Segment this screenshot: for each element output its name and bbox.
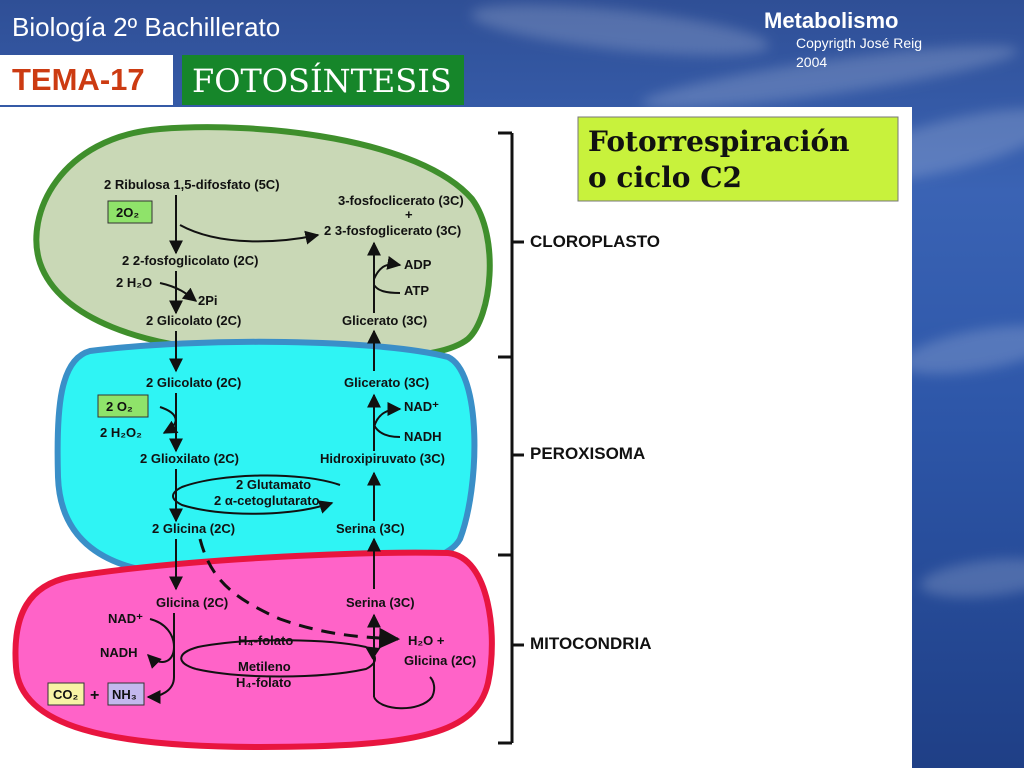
diagram-title-line1: Fotorrespiración	[588, 125, 850, 158]
phosphoglycolate-label: 2 2-fosfoglicolato (2C)	[122, 253, 259, 268]
plus-chloroplast: +	[405, 207, 413, 222]
label-chloroplast: CLOROPLASTO	[530, 232, 660, 251]
adp-label: ADP	[404, 257, 432, 272]
glycine-mitochondrion-label: Glicina (2C)	[156, 595, 228, 610]
ketoglutarate-label: 2 α-cetoglutarato	[214, 493, 320, 508]
phosphoglycerate-a-label: 3-fosfoclicerato (3C)	[338, 193, 464, 208]
cloud-streak	[918, 552, 1024, 604]
course-title: Biología 2º Bachillerato	[12, 12, 281, 42]
nadh-peroxisome-label: NADH	[404, 429, 442, 444]
label-mitochondrion: MITOCONDRIA	[530, 634, 652, 653]
o2-label-chloroplast: 2O₂	[116, 205, 139, 220]
glycine-peroxisome-label: 2 Glicina (2C)	[152, 521, 235, 536]
slide-title: FOTOSÍNTESIS	[182, 55, 464, 105]
o2-label-peroxisome: 2 O₂	[106, 399, 133, 414]
tema-badge: TEMA-17	[0, 55, 173, 105]
glutamate-label: 2 Glutamato	[236, 477, 311, 492]
glycine2-mitochondrion-label: Glicina (2C)	[404, 653, 476, 668]
header-meta: Metabolismo Copyrigth José Reig 2004	[764, 8, 922, 72]
glycine-dashed-arrow	[198, 538, 401, 649]
mitochondrion-compartment	[12, 549, 495, 751]
h2o-plus-label: H₂O +	[408, 633, 445, 648]
atp-label: ATP	[404, 283, 429, 298]
pi-label: 2Pi	[198, 293, 218, 308]
glycolate-peroxisome-label: 2 Glicolato (2C)	[146, 375, 241, 390]
co2-label: CO₂	[53, 687, 79, 702]
chloroplast-arrows	[159, 195, 402, 315]
compartment-bracket	[498, 131, 524, 745]
copyright-label: Copyrigth José Reig	[796, 35, 923, 51]
serine-mitochondrion-label: Serina (3C)	[346, 595, 415, 610]
label-peroxisome: PEROXISOMA	[530, 444, 645, 463]
glycolate-chloroplast-label: 2 Glicolato (2C)	[146, 313, 241, 328]
hydroxypyruvate-label: Hidroxipiruvato (3C)	[320, 451, 445, 466]
plus-mitochondrion: +	[90, 687, 99, 704]
diagram-title-box	[577, 116, 899, 202]
cloud-streak	[897, 316, 1024, 384]
o2-box-chloroplast	[107, 200, 153, 224]
nadh-mitochondrion-label: NADH	[100, 645, 138, 660]
glyoxylate-label: 2 Glioxilato (2C)	[140, 451, 239, 466]
nad-mitochondrion-label: NAD⁺	[108, 611, 143, 626]
diagram-panel: CLOROPLASTO PEROXISOMA MITOCONDRIA Fotor…	[0, 107, 912, 768]
co2-box	[47, 682, 85, 706]
methylene-label: Metileno	[238, 659, 291, 674]
nh3-label: NH₃	[112, 687, 137, 702]
o2-box-peroxisome	[97, 394, 149, 418]
serine-peroxisome-label: Serina (3C)	[336, 521, 405, 536]
glycerate-peroxisome-label: Glicerato (3C)	[344, 375, 429, 390]
h2o2-label: 2 H₂O₂	[100, 425, 142, 440]
subject-label: Metabolismo	[764, 8, 899, 33]
peroxisome-arrows	[159, 393, 402, 523]
year-label: 2004	[796, 54, 828, 70]
nh3-box	[107, 682, 145, 706]
h4folate2-label: H₄-folato	[236, 675, 291, 690]
glycerate-chloroplast-label: Glicerato (3C)	[342, 313, 427, 328]
diagram-title-line2: o ciclo C2	[588, 161, 742, 194]
water-label: 2 H₂O	[116, 275, 152, 290]
cloud-streak	[468, 0, 772, 66]
phosphoglycerate-b-label: 2 3-fosfoglicerato (3C)	[324, 223, 461, 238]
nad-peroxisome-label: NAD⁺	[404, 399, 439, 414]
photorespiration-diagram: CLOROPLASTO PEROXISOMA MITOCONDRIA Fotor…	[12, 116, 899, 751]
ribulose-label: 2 Ribulosa 1,5-difosfato (5C)	[104, 177, 280, 192]
mitochondrion-arrows	[146, 613, 436, 710]
